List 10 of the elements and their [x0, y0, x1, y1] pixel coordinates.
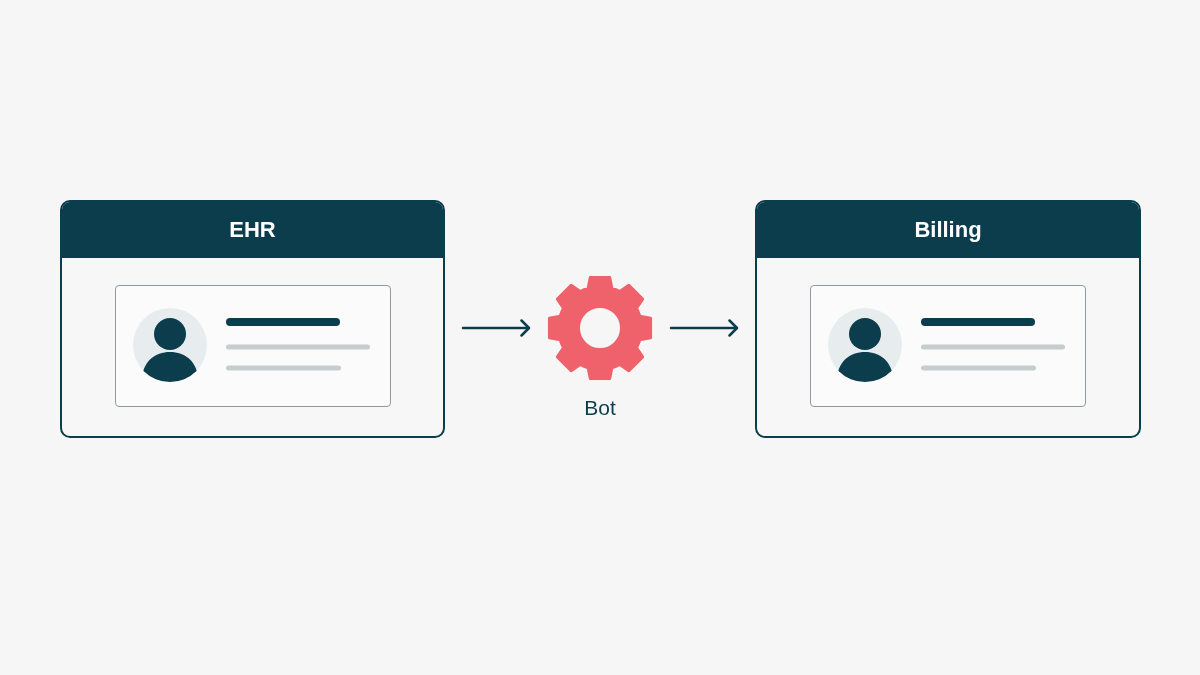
- app-window: [60, 200, 445, 438]
- app-window: [755, 200, 1141, 438]
- node-caption: Bot: [584, 397, 616, 418]
- record-card: [810, 285, 1086, 407]
- arrow: [669, 319, 739, 337]
- gear-icon: [547, 275, 653, 381]
- window-title: Billing: [914, 219, 982, 241]
- record-card: [115, 285, 391, 407]
- arrow: [461, 319, 531, 337]
- window-title: EHR: [229, 219, 276, 241]
